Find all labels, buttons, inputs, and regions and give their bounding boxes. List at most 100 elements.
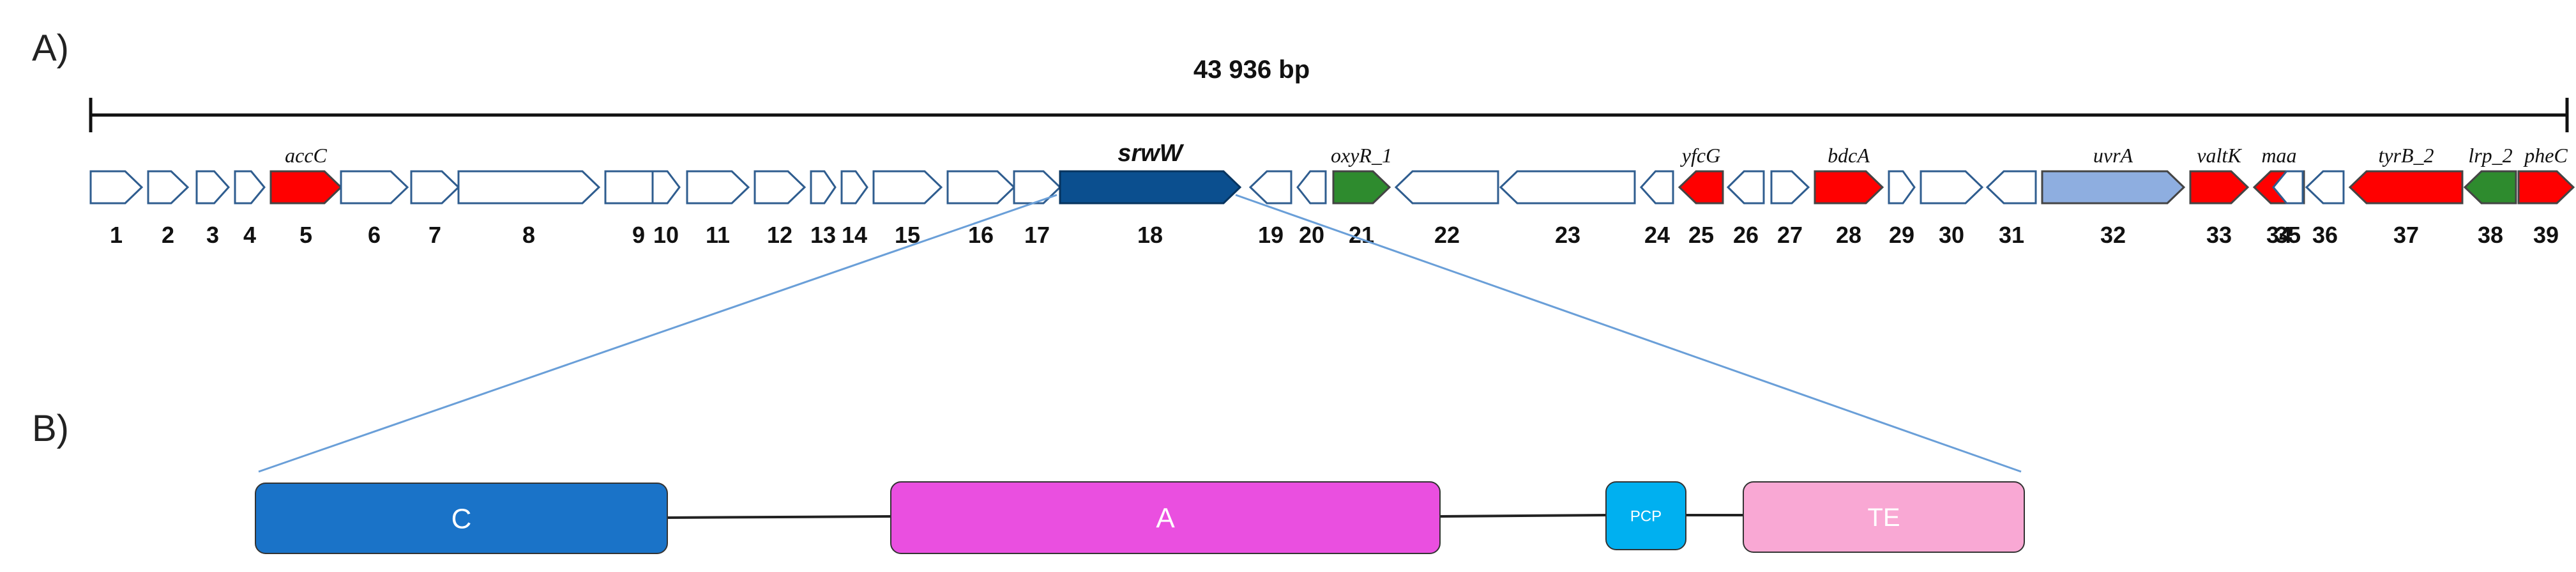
gene-number-24: 24: [1644, 222, 1670, 248]
gene-arrow-15: [872, 170, 943, 205]
gene-arrow-36: [2305, 170, 2345, 205]
gene-number-20: 20: [1299, 222, 1324, 248]
gene-number-38: 38: [2478, 222, 2503, 248]
gene-number-37: 37: [2393, 222, 2419, 248]
gene-18: 18 srwW: [1059, 140, 1242, 248]
domain-te: TE: [1743, 481, 2025, 553]
gene-arrow-39: [2517, 170, 2575, 205]
gene-number-22: 22: [1434, 222, 1460, 248]
gene-number-27: 27: [1777, 222, 1803, 248]
gene-number-8: 8: [522, 222, 535, 248]
gene-arrow-32: [2041, 170, 2186, 205]
gene-7: 7: [410, 170, 460, 248]
gene-number-39: 39: [2533, 222, 2559, 248]
panel-label-a: A): [32, 27, 69, 69]
gene-name-phec: pheC: [2523, 144, 2568, 167]
gene-30: 30: [1920, 170, 1984, 248]
gene-name-srww: srwW: [1118, 140, 1184, 167]
gene-number-13: 13: [810, 222, 836, 248]
gene-name-accc: accC: [285, 144, 327, 167]
gene-number-26: 26: [1733, 222, 1759, 248]
gene-20: 20: [1296, 170, 1327, 248]
gene-arrow-18: [1059, 170, 1242, 205]
gene-arrow-1: [89, 170, 144, 205]
gene-name-maa: maa: [2261, 144, 2296, 167]
gene-name-lrp-2: lrp_2: [2468, 144, 2512, 167]
gene-24: 24: [1639, 170, 1674, 248]
gene-12: 12: [754, 170, 807, 248]
gene-arrow-16: [946, 170, 1016, 205]
domain-pcp: PCP: [1605, 481, 1686, 550]
linker-c-a: [663, 515, 891, 519]
linker-a-pcp: [1439, 514, 1607, 518]
gene-arrow-28: [1814, 170, 1884, 205]
domain-box-pcp: [1605, 481, 1686, 550]
gene-number-29: 29: [1889, 222, 1914, 248]
gene-number-10: 10: [653, 222, 679, 248]
gene-number-25: 25: [1688, 222, 1714, 248]
gene-number-16: 16: [968, 222, 994, 248]
gene-number-2: 2: [162, 222, 174, 248]
gene-arrow-5: [269, 170, 343, 205]
gene-arrow-2: [147, 170, 190, 205]
gene-3: 3: [195, 170, 231, 248]
scale-bar: [89, 98, 2569, 132]
domain-box-te: [1743, 481, 2025, 553]
gene-number-18: 18: [1137, 222, 1163, 248]
gene-22: 22: [1394, 170, 1499, 248]
gene-name-valtk: valtK: [2197, 144, 2242, 167]
gene-36: 36: [2305, 170, 2345, 248]
gene-name-bdca: bdcA: [1828, 144, 1870, 167]
gene-number-36: 36: [2312, 222, 2338, 248]
gene-number-19: 19: [1258, 222, 1284, 248]
gene-16: 16: [946, 170, 1016, 248]
gene-arrow-38: [2463, 170, 2517, 205]
gene-arrow-22: [1394, 170, 1499, 205]
gene-arrow-11: [686, 170, 750, 205]
gene-number-21: 21: [1349, 222, 1374, 248]
gene-number-14: 14: [842, 222, 867, 248]
panel-label-b: B): [32, 408, 69, 449]
gene-number-11: 11: [706, 222, 730, 248]
gene-number-6: 6: [368, 222, 381, 248]
gene-arrow-25: [1678, 170, 1724, 205]
gene-15: 15: [872, 170, 943, 248]
domain-box-a: [890, 481, 1441, 554]
gene-number-33: 33: [2206, 222, 2232, 248]
gene-number-34: 34: [2266, 222, 2292, 248]
gene-6: 6: [340, 170, 409, 248]
gene-arrow-3: [195, 170, 231, 205]
gene-14: 14: [840, 170, 868, 248]
gene-arrow-33: [2189, 170, 2250, 205]
gene-number-35: 35: [2275, 222, 2301, 248]
gene-arrow-23: [1499, 170, 1636, 205]
gene-2: 2: [147, 170, 190, 248]
gene-name-uvra: uvrA: [2093, 144, 2133, 167]
gene-arrow-37: [2348, 170, 2464, 205]
gene-8: 8: [457, 170, 601, 248]
zoom-line-left: [258, 194, 1057, 473]
gene-arrow-30: [1920, 170, 1984, 205]
gene-arrow-8: [457, 170, 601, 205]
gene-arrow-17: [1013, 170, 1062, 205]
gene-arrow-26: [1726, 170, 1765, 205]
gene-5: 5 accC: [269, 144, 343, 248]
gene-1: 1: [89, 170, 144, 248]
gene-name-oxyr-1: oxyR_1: [1331, 144, 1392, 167]
gene-26: 26: [1726, 170, 1765, 248]
zoom-line-right: [1235, 194, 2022, 473]
gene-number-30: 30: [1939, 222, 1964, 248]
gene-13: 13: [810, 170, 837, 248]
gene-38: 38 lrp_2: [2463, 144, 2517, 248]
gene-arrow-29: [1888, 170, 1916, 205]
gene-arrow-31: [1985, 170, 2037, 205]
domain-a: A: [890, 481, 1441, 554]
gene-number-5: 5: [299, 222, 312, 248]
gene-arrow-21: [1332, 170, 1391, 205]
gene-number-3: 3: [206, 222, 219, 248]
